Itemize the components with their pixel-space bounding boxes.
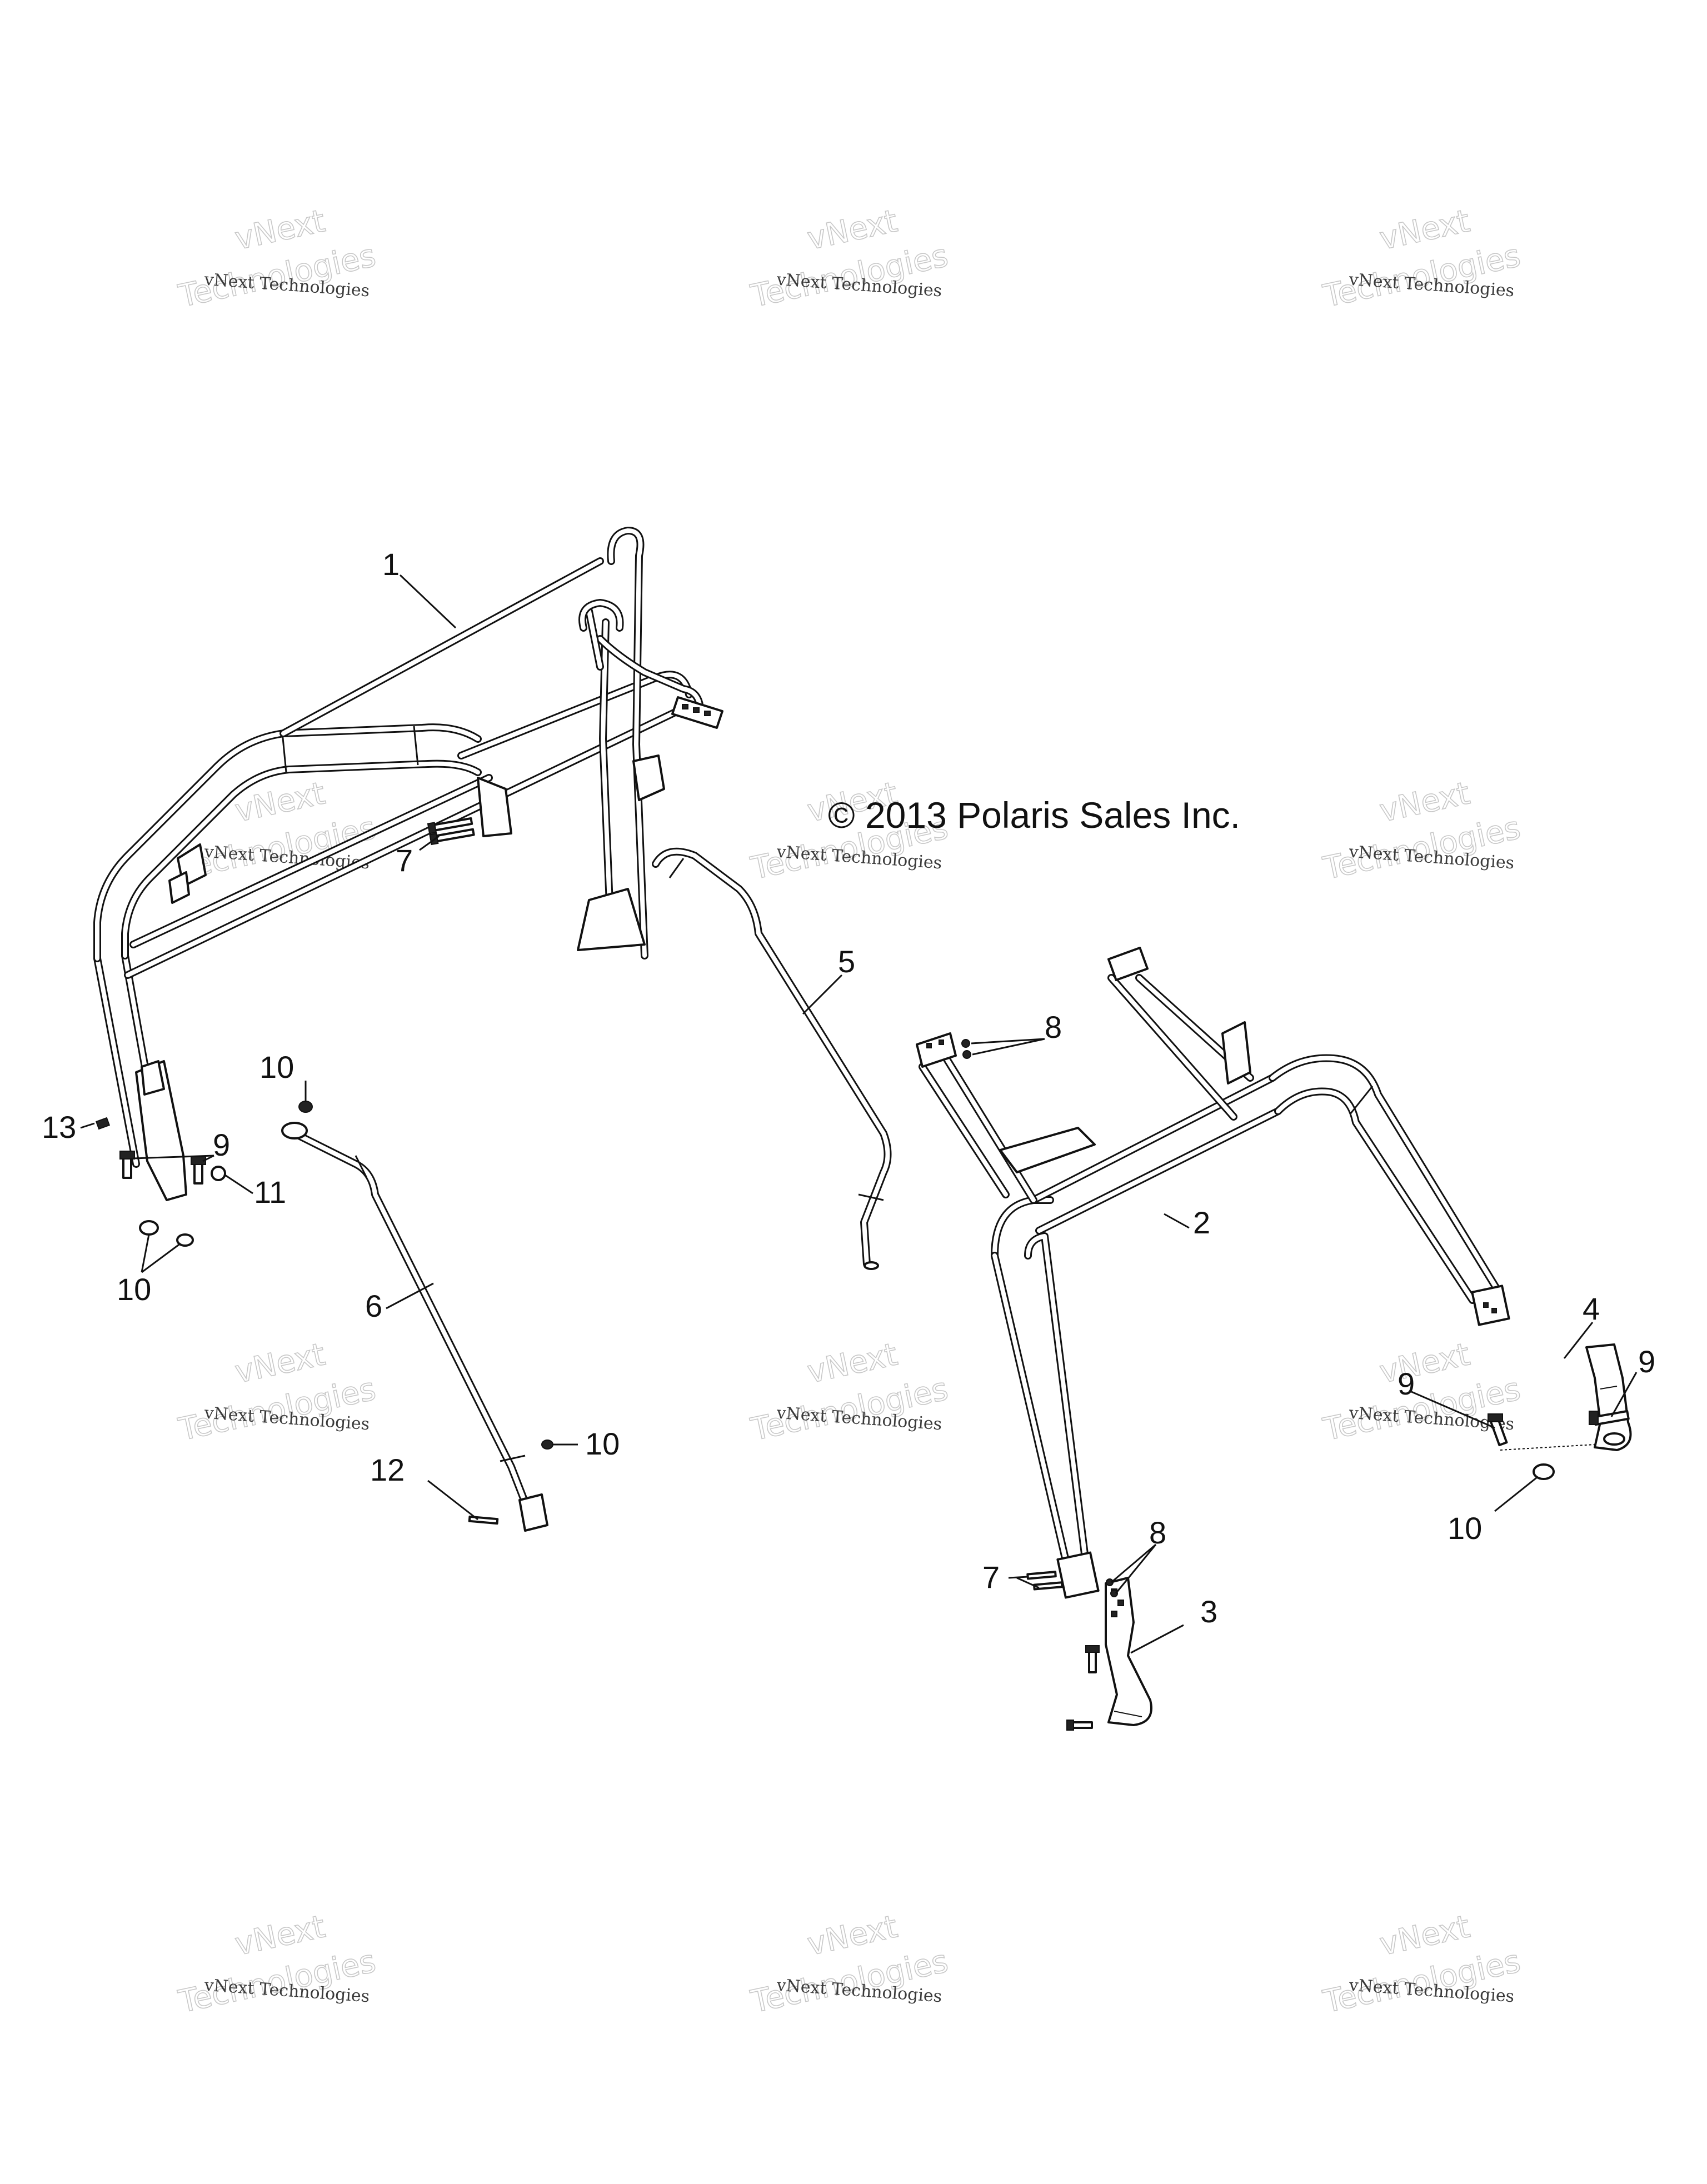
callout-10-right: 10 <box>1448 1511 1482 1546</box>
tube-end-socket <box>518 1493 548 1532</box>
callout-3: 3 <box>1200 1594 1217 1629</box>
watermark-word1: vNext <box>1376 775 1473 829</box>
arch-bracket <box>168 871 190 904</box>
part-1-front-cab-frame <box>93 527 723 1201</box>
watermarks: vNext Technologies vNext Technologies vN… <box>175 203 1524 2021</box>
callout-2: 2 <box>1193 1205 1210 1240</box>
watermark: vNext Technologies vNext Technologies <box>1320 203 1524 316</box>
tube-end-socket <box>1471 1285 1510 1326</box>
callout-5: 5 <box>838 944 855 979</box>
callout-10-left: 10 <box>117 1272 151 1307</box>
watermark-word1: vNext <box>1376 203 1473 257</box>
watermark: vNext Technologies vNext Technologies <box>175 1336 380 1449</box>
callout-6: 6 <box>365 1288 382 1323</box>
center-mount-plate <box>999 1127 1096 1173</box>
front-left-mount-bracket <box>135 1060 187 1201</box>
leader-lines <box>80 574 1638 1654</box>
callout-1: 1 <box>382 547 400 582</box>
watermark: vNext Technologies vNext Technologies <box>1320 1908 1524 2021</box>
callout-7-lower: 7 <box>982 1560 1000 1595</box>
rear-mount-foot <box>577 888 646 951</box>
callout-7-upper: 7 <box>396 843 413 878</box>
callout-10-part6-top: 10 <box>259 1049 294 1084</box>
part-3-foot-bracket <box>1105 1577 1152 1726</box>
rear-mount-bracket <box>632 754 665 801</box>
watermark: vNext Technologies vNext Technologies <box>175 203 380 316</box>
tube-end-bracket <box>916 1032 957 1068</box>
watermark-word1: vNext <box>232 1908 328 1963</box>
watermark-word1: vNext <box>804 1336 901 1391</box>
watermark: vNext Technologies vNext Technologies <box>747 203 952 316</box>
rear-mount-plate <box>1221 1021 1251 1084</box>
part-5-rear-brace <box>652 847 892 1270</box>
tube-end-socket <box>1107 946 1149 982</box>
part-4-foot-bracket <box>1500 1343 1632 1451</box>
watermark-word1: vNext <box>232 1336 328 1391</box>
callout-10-part6-bottom: 10 <box>585 1426 620 1461</box>
watermark-word1: vNext <box>1376 1908 1473 1963</box>
callout-9-right-b: 9 <box>1638 1344 1655 1379</box>
callout-4: 4 <box>1583 1291 1600 1326</box>
callout-labels: 1 2 3 4 5 6 7 7 8 8 9 9 9 10 10 10 10 11… <box>42 547 1655 1629</box>
copyright-notice: © 2013 Polaris Sales Inc. <box>828 794 1240 836</box>
part-6-front-brace <box>281 1122 548 1532</box>
callout-13: 13 <box>42 1110 76 1145</box>
watermark-word1: vNext <box>1376 1336 1473 1391</box>
part-2-rear-cab-frame <box>916 946 1510 1599</box>
watermark: vNext Technologies vNext Technologies <box>747 1336 952 1449</box>
tube-end-eye <box>281 1122 308 1140</box>
fasteners <box>95 817 1630 1731</box>
callout-8-upper: 8 <box>1045 1009 1062 1044</box>
watermark: vNext Technologies vNext Technologies <box>1320 1336 1524 1449</box>
mount-tab <box>141 1060 165 1096</box>
callout-9-right-a: 9 <box>1397 1366 1415 1401</box>
callout-12: 12 <box>370 1452 405 1487</box>
watermark: vNext Technologies vNext Technologies <box>1320 775 1524 888</box>
callout-8-lower: 8 <box>1149 1515 1166 1550</box>
callout-11: 11 <box>254 1175 286 1210</box>
tube-end-socket <box>1056 1551 1100 1599</box>
watermark-word1: vNext <box>232 203 328 257</box>
callout-9-left: 9 <box>213 1127 230 1162</box>
tube-end-socket <box>477 777 512 837</box>
watermark-word1: vNext <box>804 1908 901 1963</box>
watermark: vNext Technologies vNext Technologies <box>747 1908 952 2021</box>
watermark: vNext Technologies vNext Technologies <box>175 1908 380 2021</box>
watermark-word1: vNext <box>804 203 901 257</box>
